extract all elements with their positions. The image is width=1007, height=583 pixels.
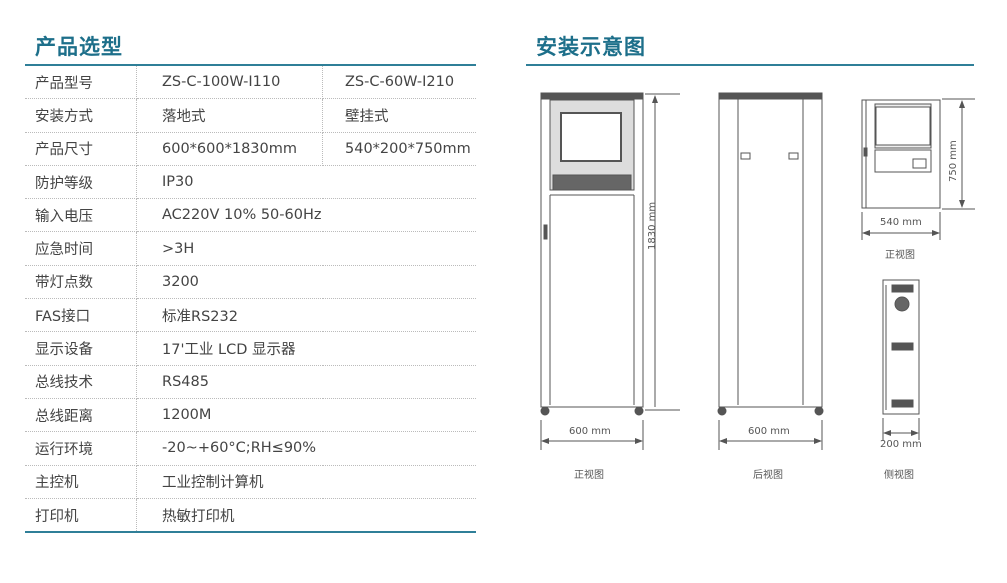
row-label: 打印机	[25, 498, 137, 534]
cell-value: -20~+60°C;RH≤90%	[136, 431, 476, 466]
back-width-label: 600 mm	[748, 426, 790, 437]
row-label: FAS接口	[25, 298, 137, 333]
row-label: 应急时间	[25, 231, 137, 266]
wall-width-label: 540 mm	[880, 217, 922, 228]
cell-value: >3H	[136, 231, 476, 266]
cell-value: 17'工业 LCD 显示器	[136, 331, 476, 366]
row-label: 总线技术	[25, 365, 137, 399]
row-label: 总线距离	[25, 398, 137, 433]
row-label: 安装方式	[25, 98, 137, 133]
cell-value: 热敏打印机	[136, 498, 476, 534]
cell-value: ZS-C-60W-I210	[322, 66, 476, 100]
wall-cabinet-side	[882, 279, 920, 440]
wall-height-label: 750 mm	[948, 140, 959, 182]
table-row: 安装方式落地式壁挂式	[25, 98, 476, 133]
cell-value: 3200	[136, 265, 476, 300]
floor-cabinet-back	[717, 92, 824, 450]
cell-value: 600*600*1830mm	[136, 132, 323, 166]
wall-cabinet-front	[861, 98, 975, 240]
cell-value: 落地式	[136, 98, 323, 133]
table-row: 主控机工业控制计算机	[25, 465, 476, 499]
front-width-label: 600 mm	[569, 426, 611, 437]
row-label: 防护等级	[25, 165, 137, 200]
row-label: 输入电压	[25, 198, 137, 233]
wall-height-text: 750 mm	[948, 140, 959, 182]
cell-value: RS485	[136, 365, 476, 399]
row-label: 运行环境	[25, 431, 137, 466]
wall-caption: 正视图	[885, 250, 915, 261]
back-caption: 后视图	[753, 470, 783, 481]
floor-cabinet-front	[540, 92, 680, 450]
cell-value: AC220V 10% 50-60Hz	[136, 198, 476, 233]
table-row: FAS接口标准RS232	[25, 298, 476, 333]
table-row: 应急时间>3H	[25, 231, 476, 266]
front-height-text: 1830 mm	[647, 201, 658, 250]
cell-value: IP30	[136, 165, 476, 200]
row-label: 显示设备	[25, 331, 137, 366]
table-row: 打印机热敏打印机	[25, 498, 476, 534]
front-caption: 正视图	[574, 470, 604, 481]
cell-value: 1200M	[136, 398, 476, 433]
cell-value: 壁挂式	[322, 98, 476, 133]
table-row: 运行环境-20~+60°C;RH≤90%	[25, 431, 476, 466]
install-diagram-title: 安装示意图	[536, 35, 646, 59]
product-selection-title: 产品选型	[35, 35, 123, 59]
row-label: 带灯点数	[25, 265, 137, 300]
cell-value: 540*200*750mm	[322, 132, 476, 166]
cell-value: 工业控制计算机	[136, 465, 476, 499]
title-rule	[25, 64, 476, 66]
side-width-label: 200 mm	[880, 439, 922, 450]
cell-value: ZS-C-100W-I110	[136, 66, 323, 100]
row-label: 主控机	[25, 465, 137, 499]
side-caption: 侧视图	[884, 470, 914, 481]
cell-value: 标准RS232	[136, 298, 476, 333]
row-label: 产品尺寸	[25, 132, 137, 166]
row-label: 产品型号	[25, 66, 137, 100]
title-rule-right	[526, 64, 974, 66]
front-height-label: 1830 mm	[647, 202, 658, 250]
